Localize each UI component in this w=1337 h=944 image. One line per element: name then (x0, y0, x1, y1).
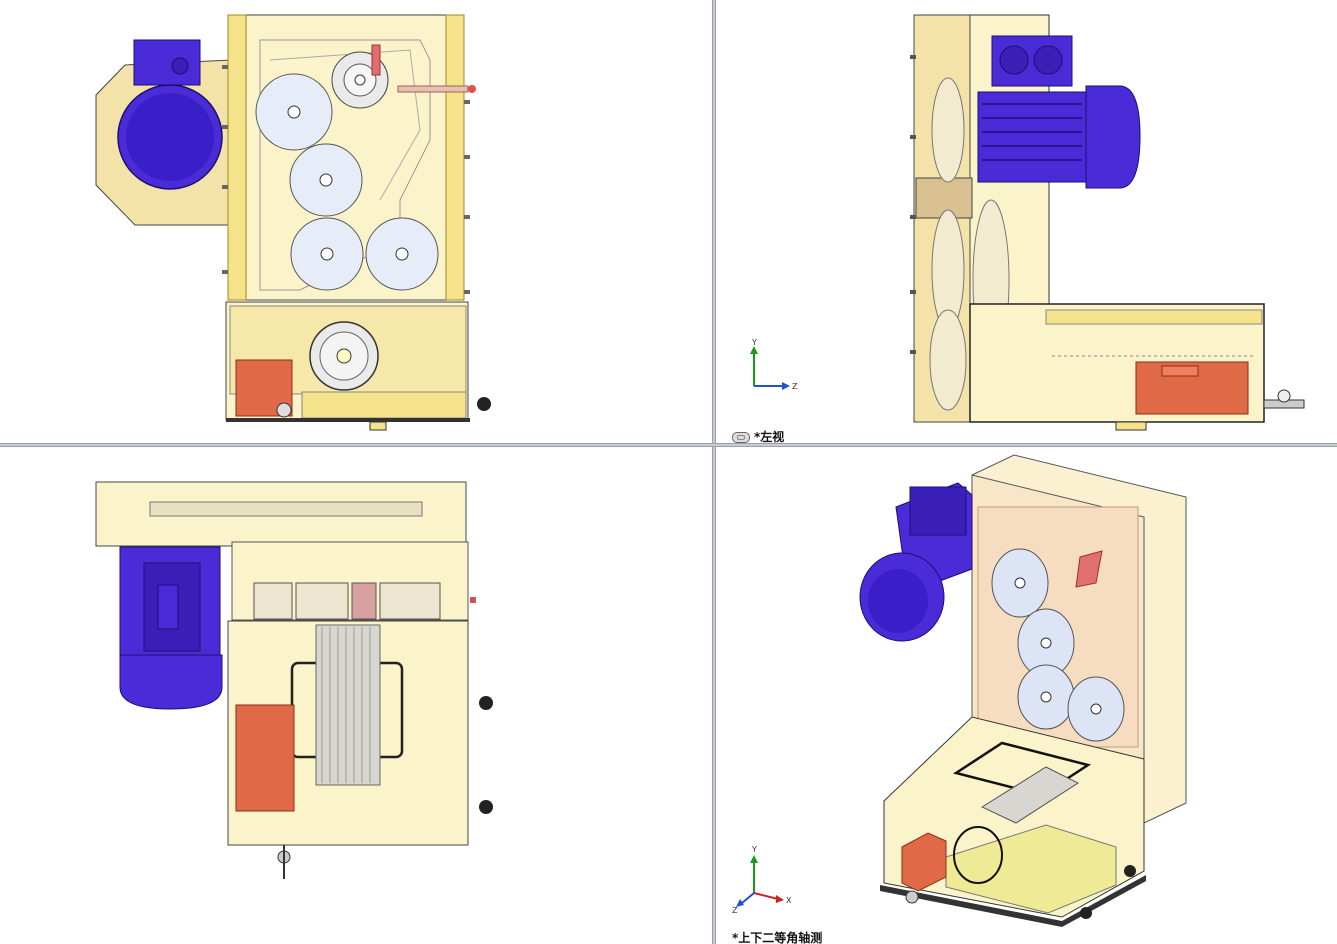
knob-upper (479, 696, 493, 710)
motor-fan-cover (1085, 85, 1141, 189)
drain-knob (477, 397, 491, 411)
isometric-view-drawing: Y X Z (732, 454, 1187, 927)
iso-view-name-label: *上下二等角轴测 (732, 931, 823, 944)
iso-filter-box (901, 832, 947, 892)
iso-triad-axes: Y X Z (732, 845, 792, 915)
knob-lower (479, 800, 493, 814)
iso-triad-z-label: Z (732, 906, 738, 915)
viewport-divider-horizontal[interactable] (0, 443, 1337, 447)
mesh-screen (315, 624, 381, 786)
frame-right-post (445, 14, 465, 301)
view-name-label: *左视 (732, 428, 784, 443)
front-view-drawing (95, 14, 491, 431)
front-rollers (255, 73, 439, 291)
viewport-left[interactable]: Y Z *左视 (716, 0, 1337, 443)
triad-axes: Y Z (750, 338, 798, 391)
iso-triad-y-label: Y (751, 845, 757, 854)
filter-pad-top (235, 704, 295, 812)
viewport-front[interactable] (0, 0, 712, 443)
frame-left-post (227, 14, 247, 301)
motor-body (977, 91, 1087, 183)
viewport-top[interactable] (0, 447, 712, 944)
motor-terminal-box (133, 39, 201, 86)
top-view-drawing (95, 481, 493, 879)
triad-y-label: Y (751, 338, 757, 347)
left-view-drawing: Y Z (750, 14, 1305, 431)
triad-z-label: Z (792, 382, 798, 391)
iso-triad-x-label: X (786, 896, 792, 905)
viewport-divider-vertical[interactable] (712, 0, 716, 944)
viewport-isometric[interactable]: Y X Z *上下二等角轴测 (716, 447, 1337, 944)
view-link-icon (732, 432, 750, 443)
